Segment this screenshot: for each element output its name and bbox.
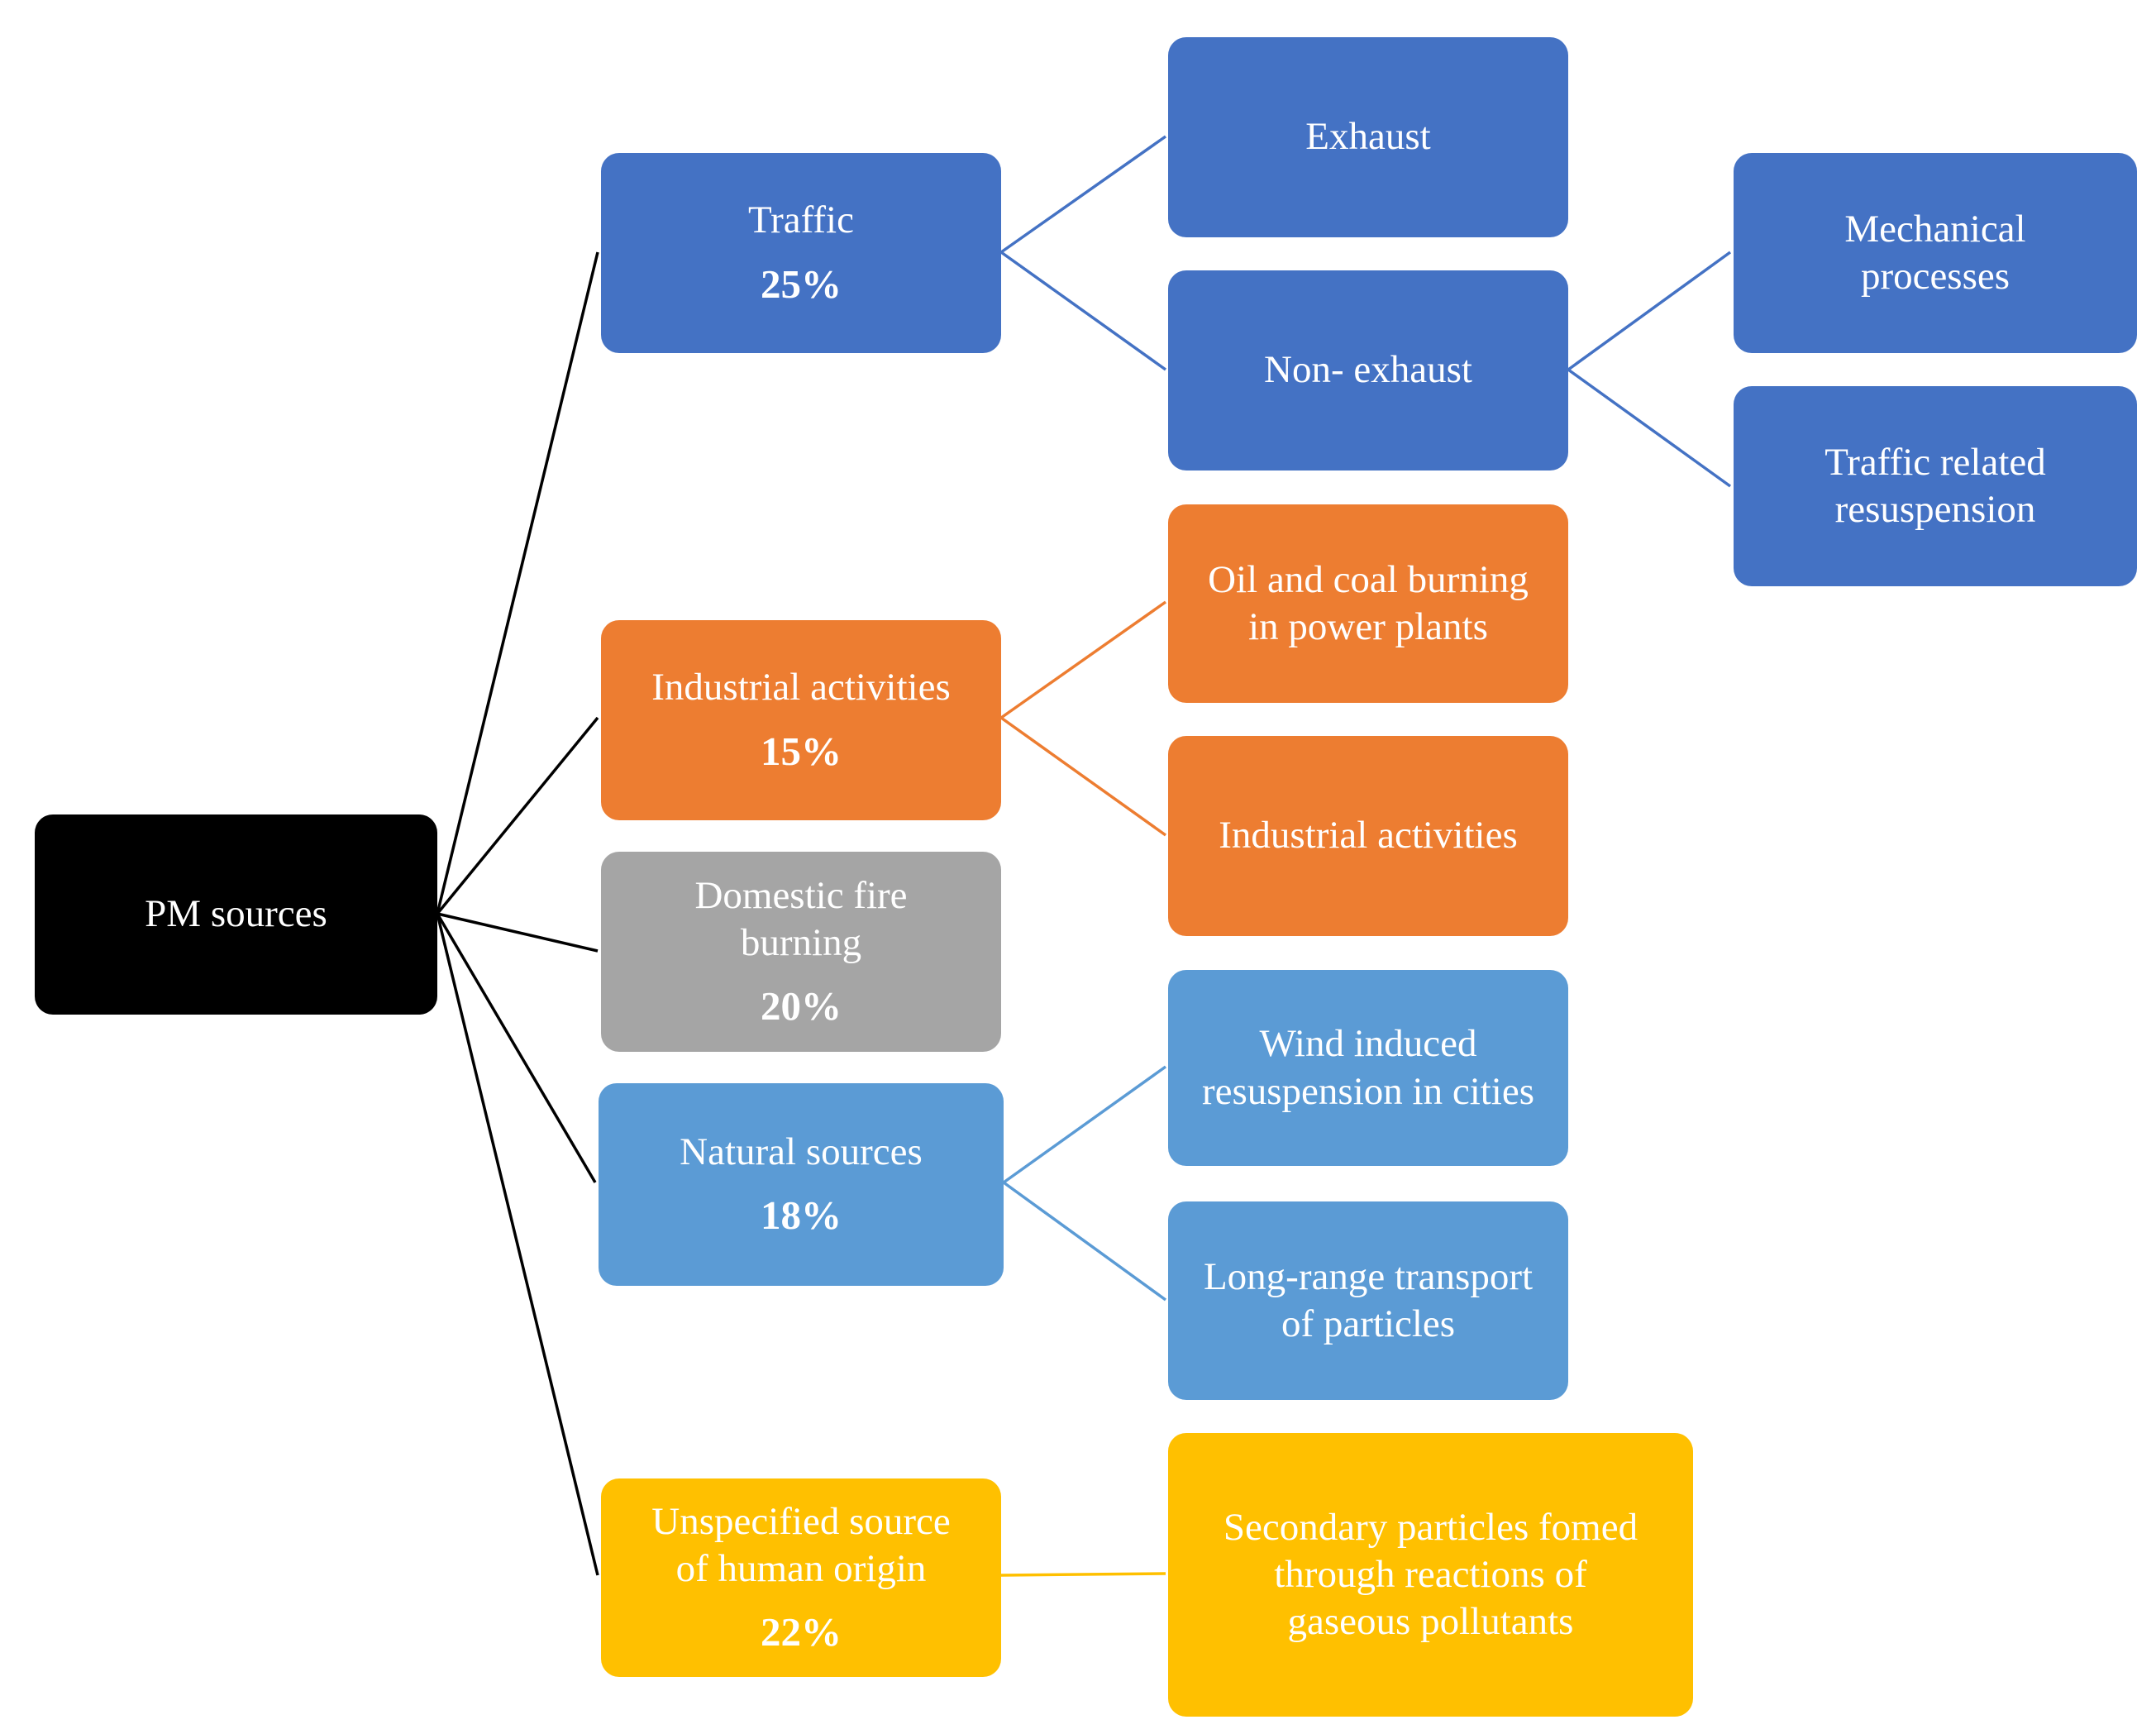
category-industrial-label: Industrial activities — [651, 666, 951, 709]
subsource-wind-label-line2: resuspension in cities — [1201, 1069, 1535, 1113]
category-industrial-percent: 15% — [761, 728, 842, 774]
subsource-mechanical-label-line1: Mechanical — [1844, 207, 2026, 251]
connector-root-to-natural — [436, 913, 597, 1183]
subsource-long-range-label-line1: Long-range transport — [1203, 1254, 1534, 1298]
category-unspecified-label-line2: of human origin — [675, 1547, 927, 1591]
connector-root-to-unspecified — [436, 913, 599, 1576]
category-traffic: Traffic 25% — [601, 153, 1001, 353]
subsource-wind-label-line1: Wind induced — [1259, 1022, 1477, 1066]
subsource-mechanical-processes: Mechanical processes — [1734, 153, 2137, 353]
category-industrial: Industrial activities 15% — [601, 620, 1001, 820]
subsource-mechanical-label-line2: processes — [1860, 255, 2011, 298]
connector-nonexhaust-to-mechanical — [1567, 251, 1732, 371]
connector-nonexhaust-to-trafficresusp — [1567, 368, 1732, 488]
connector-natural-to-wind — [1002, 1065, 1167, 1184]
connector-root-to-domestic — [436, 912, 599, 953]
subsource-oil-coal-label-line1: Oil and coal burning — [1208, 557, 1529, 601]
category-traffic-label: Traffic — [748, 198, 854, 242]
root-node-pm-sources: PM sources — [35, 814, 437, 1015]
category-domestic-label-line2: burning — [740, 921, 862, 965]
connector-unspecified-to-secondary — [1000, 1572, 1166, 1577]
subsource-non-exhaust: Non- exhaust — [1168, 270, 1568, 471]
subsource-oil-coal-burning: Oil and coal burning in power plants — [1168, 504, 1568, 703]
category-domestic-label-line1: Domestic fire — [694, 873, 908, 917]
connector-root-to-industrial — [436, 716, 599, 915]
connector-industrial-to-oilcoal — [999, 600, 1167, 719]
connector-industrial-to-industrial2 — [999, 716, 1167, 837]
category-unspecified: Unspecified source of human origin 22% — [601, 1478, 1001, 1677]
subsource-secondary-label-line1: Secondary particles fomed — [1223, 1505, 1638, 1549]
subsource-wind-resuspension: Wind induced resuspension in cities — [1168, 970, 1568, 1166]
subsource-traffic-resuspension-label-line1: Traffic related — [1824, 440, 2046, 484]
subsource-traffic-resuspension-label-line2: resuspension — [1834, 488, 2036, 531]
root-label: PM sources — [145, 892, 327, 936]
connector-traffic-to-nonexhaust — [999, 251, 1167, 371]
subsource-secondary-label-line3: gaseous pollutants — [1287, 1600, 1574, 1644]
connector-root-to-traffic — [436, 251, 599, 915]
subsource-exhaust-label: Exhaust — [1305, 115, 1431, 159]
category-natural-label: Natural sources — [680, 1130, 923, 1173]
subsource-non-exhaust-label: Non- exhaust — [1264, 348, 1472, 392]
connector-traffic-to-exhaust — [999, 135, 1167, 254]
subsource-secondary-label-line2: through reactions of — [1274, 1552, 1587, 1596]
subsource-oil-coal-label-line2: in power plants — [1248, 605, 1488, 648]
subsource-long-range-label-line2: of particles — [1281, 1302, 1456, 1345]
subsource-long-range-transport: Long-range transport of particles — [1168, 1201, 1568, 1400]
subsource-secondary-particles: Secondary particles fomed through reacti… — [1168, 1433, 1693, 1717]
category-unspecified-percent: 22% — [761, 1609, 842, 1655]
category-traffic-percent: 25% — [761, 260, 842, 307]
category-natural-percent: 18% — [761, 1192, 842, 1239]
category-domestic: Domestic fire burning 20% — [601, 852, 1001, 1052]
category-unspecified-label-line1: Unspecified source — [651, 1499, 951, 1543]
subsource-exhaust: Exhaust — [1168, 37, 1568, 237]
subsource-traffic-resuspension: Traffic related resuspension — [1734, 386, 2137, 586]
connector-natural-to-longrange — [1002, 1181, 1167, 1302]
category-domestic-percent: 20% — [761, 983, 842, 1029]
subsource-industrial-activities-label: Industrial activities — [1219, 814, 1518, 857]
category-natural: Natural sources 18% — [599, 1083, 1004, 1286]
subsource-industrial-activities: Industrial activities — [1168, 736, 1568, 936]
